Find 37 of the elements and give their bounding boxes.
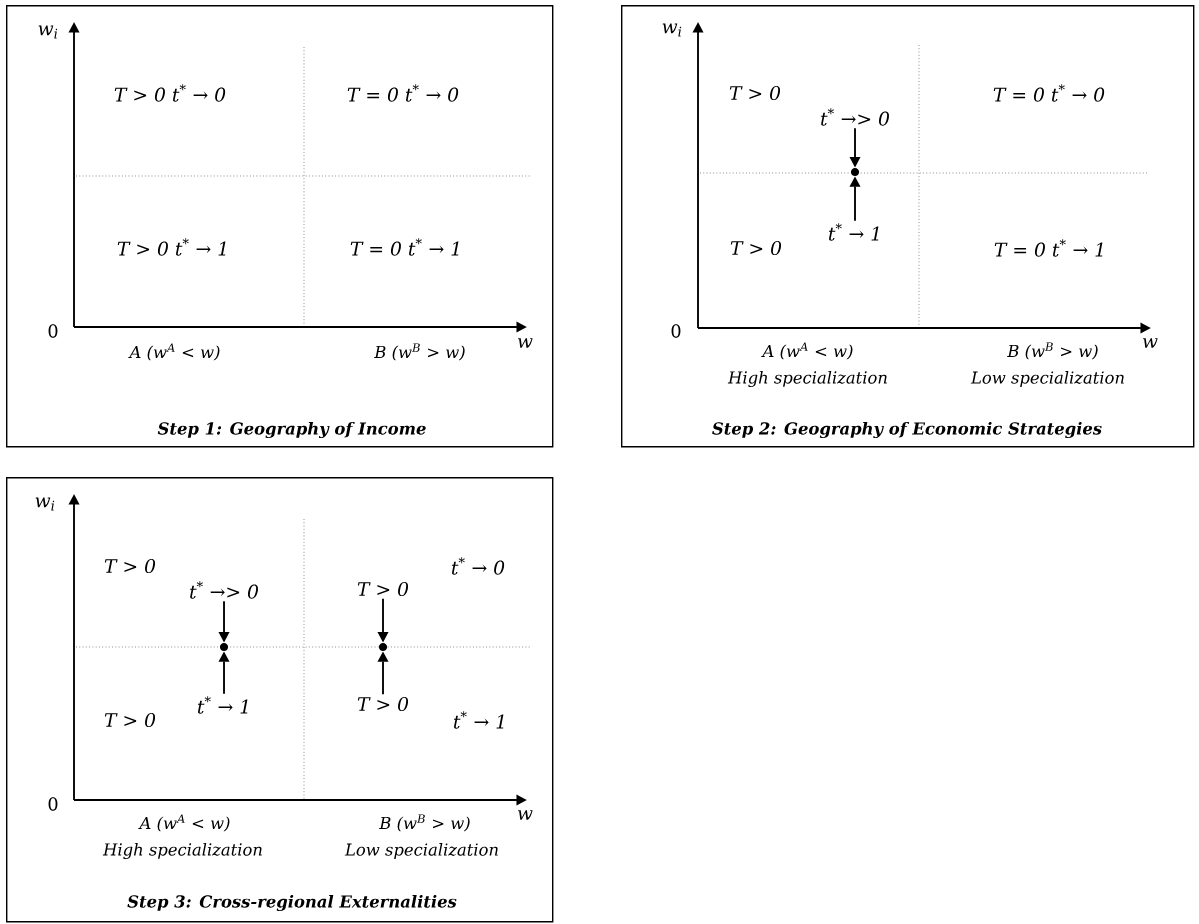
- axis-label: w: [518, 338, 533, 348]
- specialization-label: High specialization: [102, 842, 262, 860]
- origin-label: 0: [48, 324, 58, 338]
- region-label: B (w$^{B}$ > w): [1007, 342, 1098, 360]
- quadrant-label: T = 0 t$^{*}$ → 0: [347, 84, 459, 102]
- formula-text: t$^{*}$ →> 0: [821, 108, 889, 126]
- axis-label: w: [1143, 338, 1158, 348]
- region-label: A (w$^{A}$ < w): [128, 343, 220, 361]
- specialization-label: High specialization: [727, 370, 887, 388]
- axis-label: w$_{i}$: [662, 23, 682, 37]
- formula-text: T > 0: [357, 581, 409, 597]
- formula-text: t$^{*}$ →> 0: [190, 581, 258, 599]
- quadrant-label: T > 0: [729, 85, 781, 101]
- quadrant-label: T > 0: [730, 240, 782, 256]
- quadrant-label: t$^{*}$ → 0: [451, 557, 505, 575]
- quadrant-label: T = 0 t$^{*}$ → 1: [350, 238, 459, 256]
- formula-text: t$^{*}$ → 1: [197, 696, 248, 714]
- region-label: A (w$^{A}$ < w): [138, 814, 230, 832]
- formula-text: t$^{*}$ → 1: [828, 223, 879, 241]
- quadrant-label: T = 0 t$^{*}$ → 0: [993, 84, 1105, 102]
- origin-label: 0: [671, 324, 681, 338]
- specialization-label: Low specialization: [970, 371, 1124, 387]
- quadrant-label: T > 0: [104, 558, 156, 574]
- axis-label: w$_{i}$: [35, 497, 55, 511]
- quadrant-label: T > 0: [104, 712, 156, 728]
- quadrant-label: T = 0 t$^{*}$ → 1: [994, 239, 1103, 257]
- region-label: B (w$^{B}$ > w): [379, 814, 470, 832]
- quadrant-label: t$^{*}$ → 1: [453, 711, 504, 729]
- quadrant-label: T > 0 t$^{*}$ → 1: [117, 238, 226, 256]
- formula-text: T > 0: [357, 696, 409, 712]
- axis-label: w$_{i}$: [38, 25, 58, 39]
- region-label: B (w$^{B}$ > w): [374, 343, 465, 361]
- specialization-label: Low specialization: [344, 843, 498, 859]
- region-label: A (w$^{A}$ < w): [761, 342, 853, 360]
- origin-label: 0: [48, 797, 58, 811]
- quadrant-label: T > 0 t$^{*}$ → 0: [114, 84, 226, 102]
- axis-label: w: [518, 810, 533, 820]
